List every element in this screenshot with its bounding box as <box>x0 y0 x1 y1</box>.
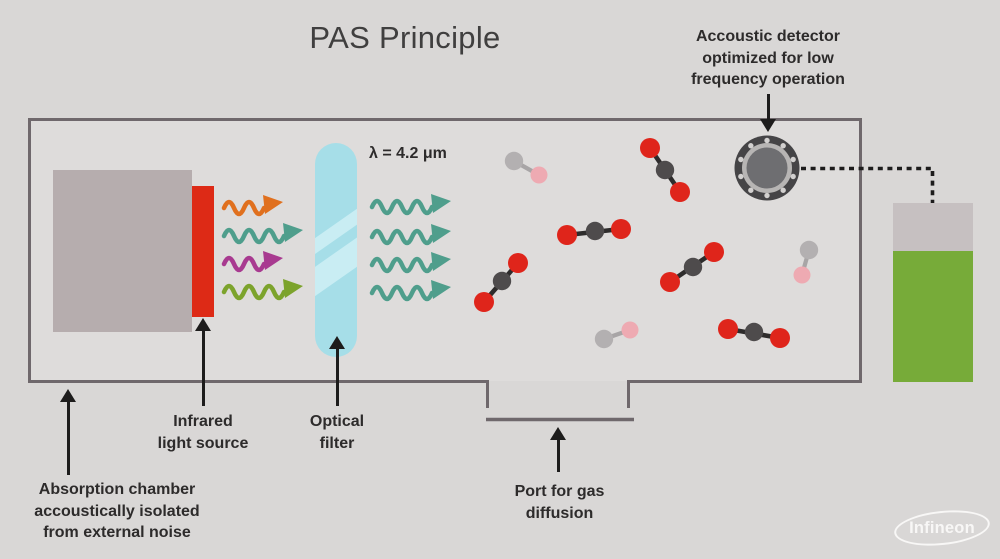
infrared-source-label-line1: Infrared <box>173 413 233 430</box>
port-pointer-head <box>550 427 566 440</box>
infrared-light-source <box>192 186 214 317</box>
acoustic-detector-label: Accoustic detector optimized for low fre… <box>656 26 880 91</box>
page-title: PAS Principle <box>309 20 501 55</box>
optical-filter-glare <box>315 194 357 303</box>
detector-pointer-arrow <box>760 94 776 132</box>
acoustic-detector-label-line1: Accoustic detector <box>695 28 841 45</box>
absorption-pointer-head <box>60 389 76 402</box>
infrared-source-label: Infrared light source <box>130 411 276 454</box>
absorption-chamber-label: Absorption chamber accoustically isolate… <box>8 479 226 544</box>
wavy-arrow <box>221 195 283 217</box>
optical-filter-shape <box>315 143 357 357</box>
signal-dotted-line <box>801 166 935 203</box>
wavy-arrow <box>369 280 451 302</box>
absorption-pointer-shaft <box>66 400 70 475</box>
absorption-pointer-arrow <box>60 389 76 475</box>
sensor-cell <box>893 203 973 382</box>
acoustic-detector-label-line3: frequency operation <box>691 71 845 88</box>
wavy-arrow <box>369 194 451 216</box>
optical-pointer-arrow <box>329 336 345 406</box>
acoustic-detector-label-line2: optimized for low <box>702 49 834 67</box>
port-pointer-shaft <box>556 438 560 472</box>
co2-molecule <box>660 242 724 292</box>
infrared-pointer-arrow <box>195 318 211 406</box>
infineon-logo-text: Infineon <box>909 518 975 537</box>
gas-molecules <box>474 138 819 349</box>
absorption-chamber-label-line2: accoustically isolated <box>34 502 200 520</box>
optical-pointer-head <box>329 336 345 349</box>
co2-molecule <box>557 219 631 245</box>
detector-pointer-shaft <box>766 94 770 121</box>
gas-port-label-line1: Port for gas <box>514 483 605 500</box>
absorption-chamber-label-line1: Absorption chamber <box>38 481 196 498</box>
gas-molecule <box>504 151 548 184</box>
wavy-arrow <box>369 224 451 246</box>
infrared-pointer-head <box>195 318 211 331</box>
infrared-pointer-shaft <box>201 329 205 406</box>
detector-pointer-head <box>760 119 776 132</box>
acoustic-detector <box>734 135 800 201</box>
port-pointer-arrow <box>550 427 566 472</box>
ir-waves-after-filter <box>369 194 451 302</box>
optical-pointer-shaft <box>335 347 339 406</box>
optical-filter-label-line2: filter <box>319 434 355 452</box>
absorption-chamber-label-line3: from external noise <box>43 524 191 541</box>
wavelength-label: λ = 4.2 μm <box>369 145 447 162</box>
gas-port-label: Port for gas diffusion <box>489 481 630 524</box>
wavy-arrow <box>221 223 303 245</box>
sensor-cell-body <box>893 251 973 382</box>
emitter-block <box>53 170 192 332</box>
infineon-logo: Infineon <box>892 506 992 550</box>
wavy-arrow <box>221 251 283 273</box>
co2-molecule <box>718 319 790 348</box>
infrared-source-label-line2: light source <box>157 434 249 452</box>
absorption-chamber-outline <box>28 118 862 408</box>
gas-molecule <box>594 321 639 349</box>
sensor-cell-cap <box>893 203 973 251</box>
co2-molecule <box>474 253 528 312</box>
co2-molecule <box>640 138 690 202</box>
wavy-arrow <box>369 252 451 274</box>
gas-molecule <box>793 240 819 284</box>
ir-waves-before-filter <box>221 195 303 301</box>
optical-filter-label: Optical filter <box>277 411 397 454</box>
wavy-arrow <box>221 279 303 301</box>
optical-filter-label-line1: Optical <box>309 413 365 430</box>
gas-port-label-line2: diffusion <box>525 504 594 522</box>
